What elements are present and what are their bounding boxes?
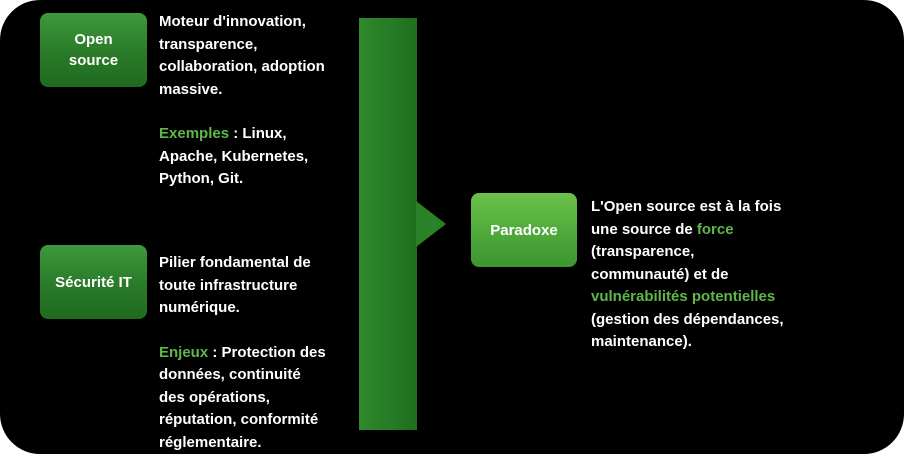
securite-enjeux-line: données, continuité [159,366,301,383]
examples-label: Exemples [159,125,230,142]
securite-it-description: Pilier fondamental de toute infrastructu… [159,252,354,454]
paradoxe-label: Paradoxe [490,221,558,239]
merge-bar [359,18,417,430]
paradoxe-line: (transparence, [591,243,695,260]
enjeux-text: : Protection des [208,343,326,361]
examples-text: : Linux, [229,125,287,142]
paradoxe-box: Paradoxe [471,193,577,267]
force-keyword: force [696,220,734,238]
open-source-examples-line: Apache, Kubernetes, [159,147,309,165]
securite-desc-line: toute infrastructure [159,276,298,294]
open-source-box: Open source [40,13,147,87]
securite-enjeux-line: des opérations, [159,388,270,406]
open-source-label-line2: source [68,52,119,69]
open-source-desc-line: collaboration, adoption [159,58,325,75]
open-source-desc-line: transparence, [159,35,258,53]
paradoxe-line: L'Open source est à la fois [591,198,782,215]
securite-enjeux-line: réputation, conformité [159,411,319,428]
securite-desc-line: Pilier fondamental de [159,254,311,271]
paradoxe-line: (gestion des dépendances, [591,310,784,328]
open-source-examples-line: Python, Git. [159,170,244,187]
paradoxe-line2-pre: une source de [591,220,697,238]
open-source-desc-line: Moteur d'innovation, [159,13,306,30]
open-source-label-line1: Open [74,31,113,48]
enjeux-label: Enjeux [159,343,209,361]
open-source-examples-line: Exemples : Linux, [159,123,354,146]
securite-it-box: Sécurité IT [40,245,147,319]
paradoxe-description: L'Open source est à la fois une source d… [591,196,841,354]
securite-enjeux-line: Enjeux : Protection des [159,342,354,365]
paradoxe-line: maintenance). [591,333,692,350]
paradoxe-line: une source de force [591,219,841,242]
securite-enjeux-line: réglementaire. [159,433,262,451]
paradoxe-line: communauté) et de [591,265,729,283]
vulnerabilites-keyword: vulnérabilités potentielles [591,288,776,305]
open-source-description: Moteur d'innovation, transparence, colla… [159,11,354,191]
securite-desc-line: numérique. [159,299,240,316]
securite-it-label: Sécurité IT [55,273,132,291]
open-source-desc-line: massive. [159,80,223,98]
merge-arrow-icon [416,201,446,247]
